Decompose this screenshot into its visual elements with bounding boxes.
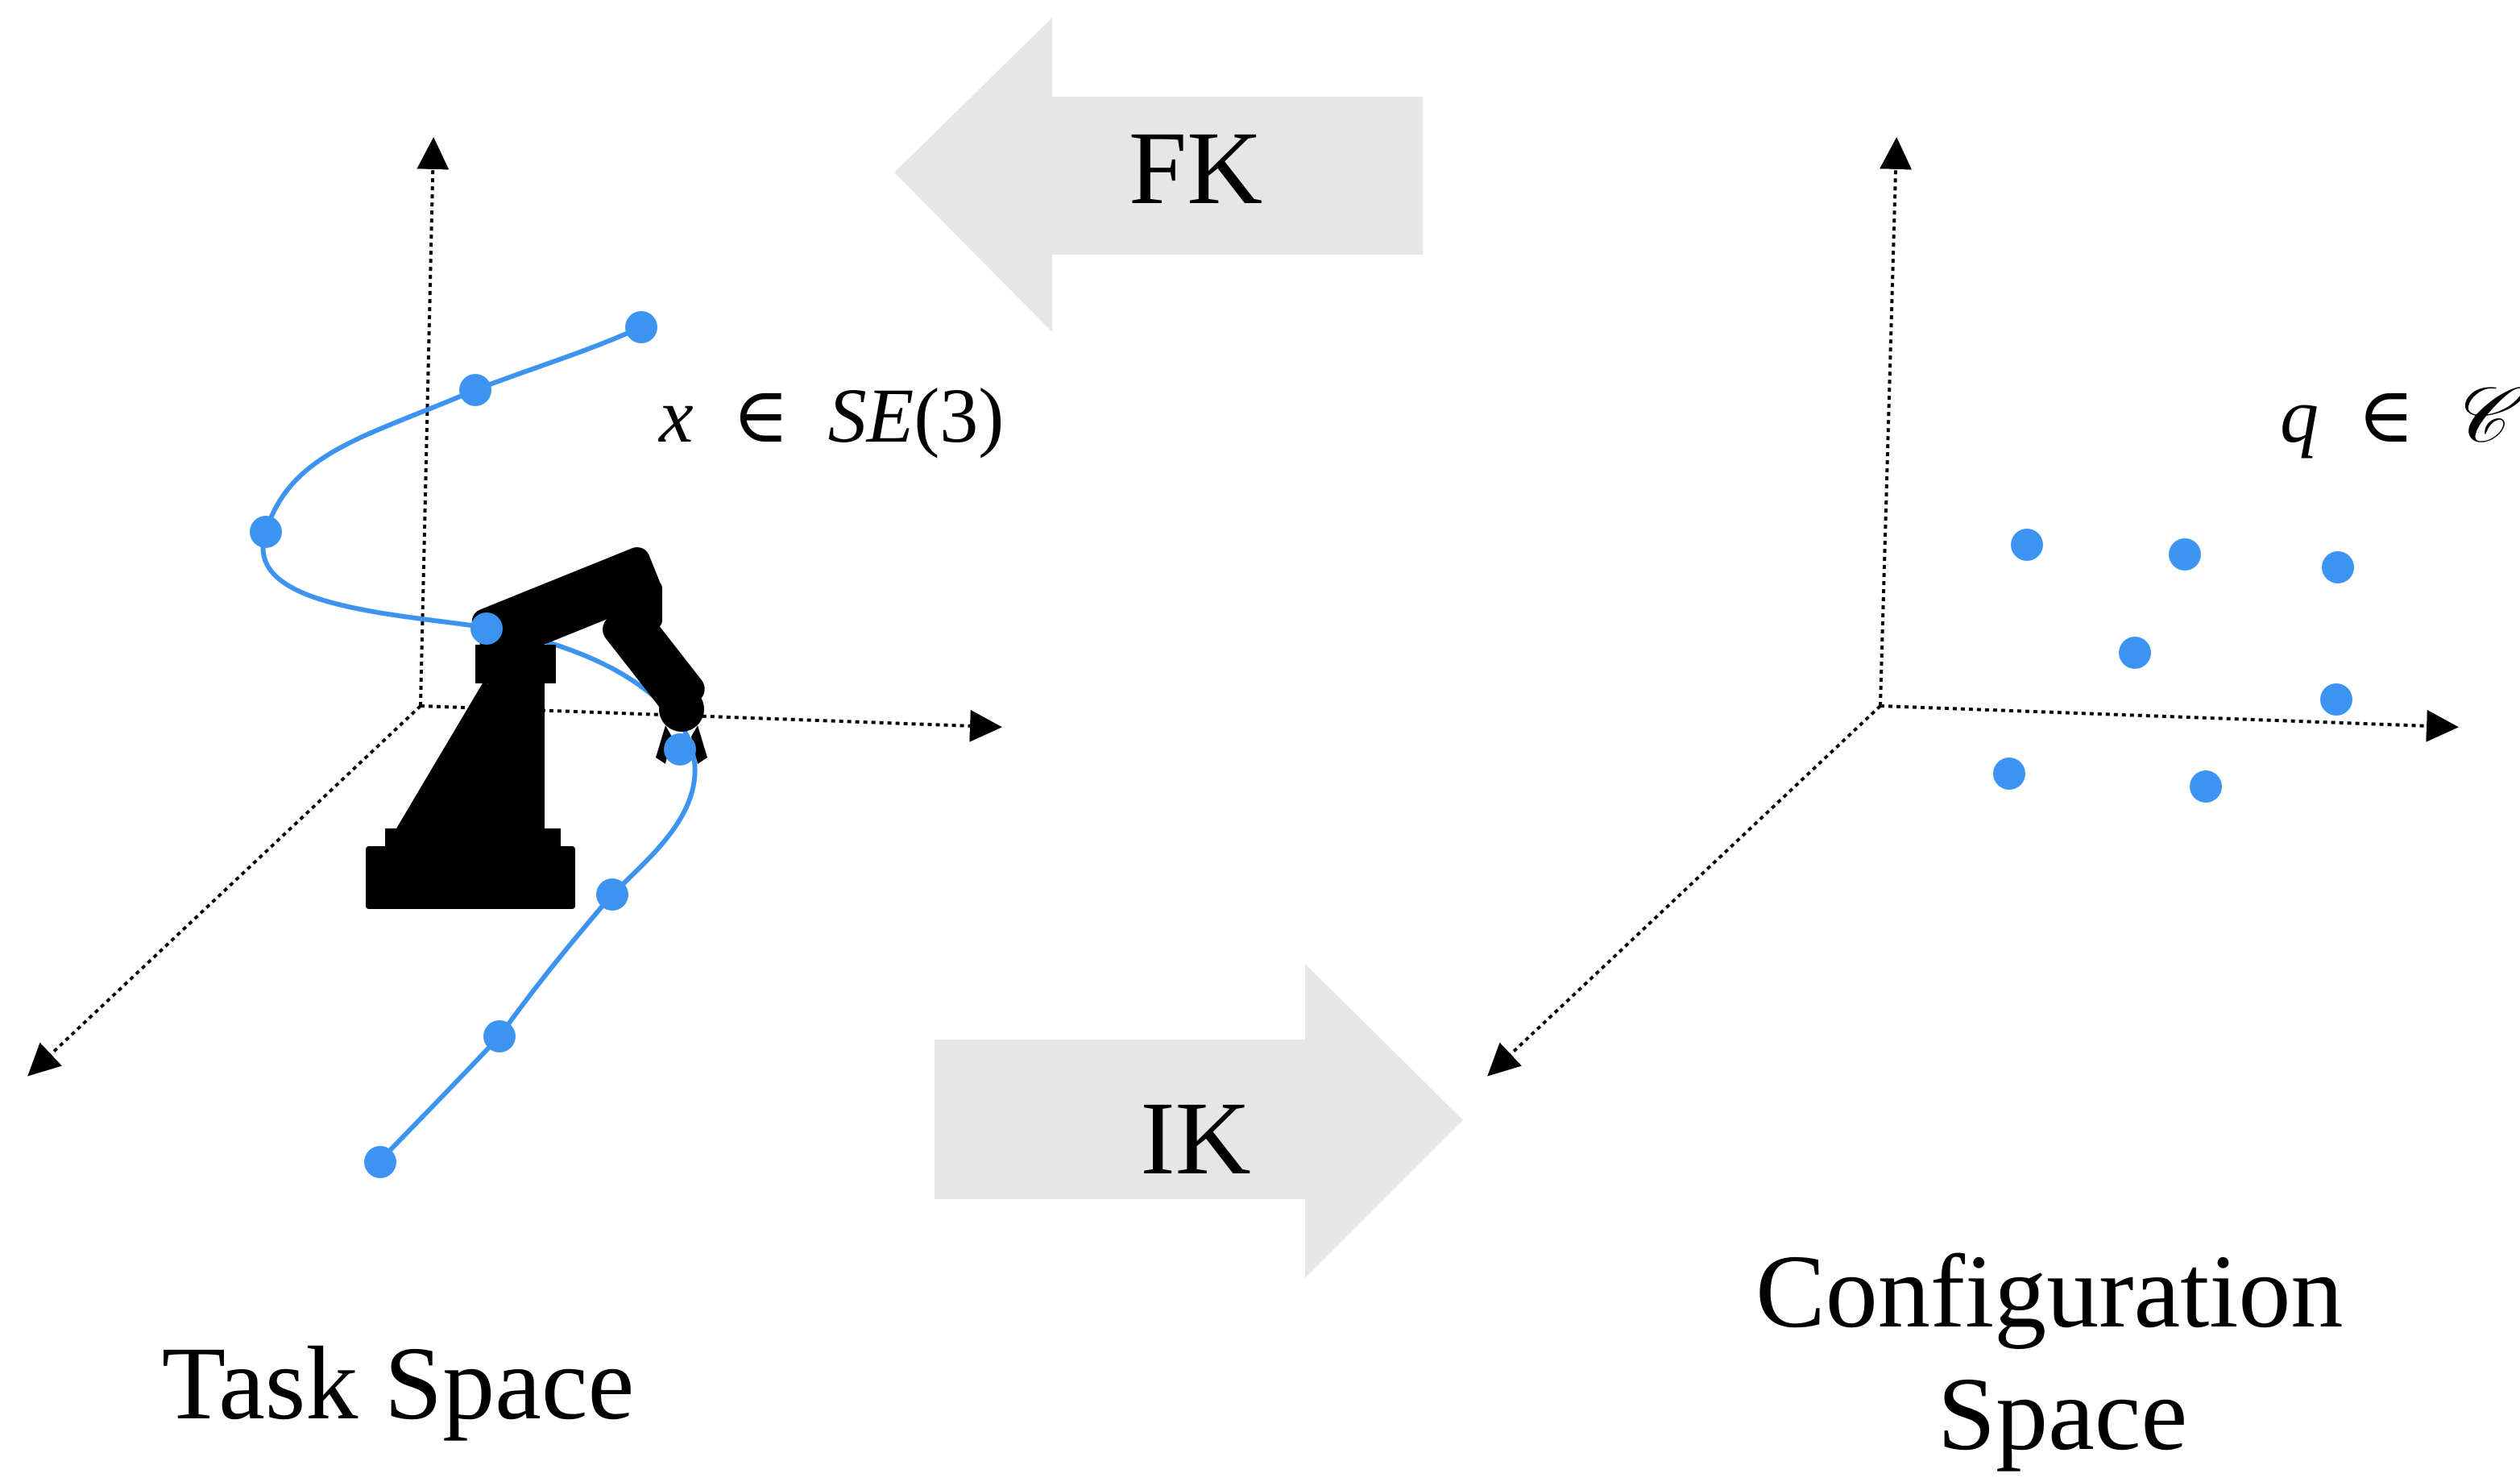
ik-arrow-shape xyxy=(935,964,1463,1278)
task-space-label: Task Space xyxy=(162,1326,635,1442)
config-point xyxy=(2320,683,2352,716)
config-points xyxy=(1993,529,2354,803)
task-math-arg: (3) xyxy=(914,372,1004,459)
trajectory-point xyxy=(250,516,282,548)
trajectory-point xyxy=(596,878,628,911)
config-axis-z xyxy=(1879,137,1913,707)
config-space-math: q ∈ 𝒞 xyxy=(2280,372,2520,459)
config-math-in: ∈ xyxy=(2357,372,2414,459)
trajectory-point xyxy=(483,1020,516,1052)
config-space-label: Configuration Space xyxy=(1755,1234,2369,1472)
config-label-line2: Space xyxy=(1938,1356,2187,1472)
task-points xyxy=(250,311,696,1178)
config-point xyxy=(2011,529,2043,561)
config-space-axes xyxy=(1487,137,2459,1077)
trajectory-point xyxy=(459,374,491,406)
fk-arrow-shape xyxy=(894,18,1423,332)
config-math-set: 𝒞 xyxy=(2450,372,2520,459)
config-point xyxy=(2169,538,2201,571)
config-axis-x xyxy=(1487,704,1882,1077)
task-trajectory xyxy=(260,325,698,1163)
task-space-axes xyxy=(27,137,1002,1077)
task-axis-z xyxy=(417,137,450,707)
config-point xyxy=(2190,770,2222,803)
config-label-line1: Configuration xyxy=(1755,1234,2343,1350)
config-math-var: q xyxy=(2280,372,2319,459)
config-point xyxy=(2119,637,2151,669)
config-axis-y xyxy=(1880,704,2459,742)
task-math-var: x xyxy=(657,372,694,459)
fk-arrow: FK xyxy=(894,18,1423,332)
config-point xyxy=(2322,551,2354,583)
config-point xyxy=(1993,758,2025,790)
fk-label: FK xyxy=(1129,110,1262,226)
trajectory-point xyxy=(470,612,503,645)
ik-label: IK xyxy=(1140,1081,1250,1197)
robot-arm-icon xyxy=(366,546,707,909)
task-math-set: SE xyxy=(828,372,914,459)
task-axis-x xyxy=(27,704,422,1077)
task-math-in: ∈ xyxy=(732,372,790,459)
trajectory-point xyxy=(664,733,696,766)
ik-arrow: IK xyxy=(935,964,1463,1278)
trajectory-point xyxy=(625,311,657,343)
task-space-math: x ∈ SE(3) xyxy=(657,372,1004,459)
trajectory-point xyxy=(364,1146,396,1178)
